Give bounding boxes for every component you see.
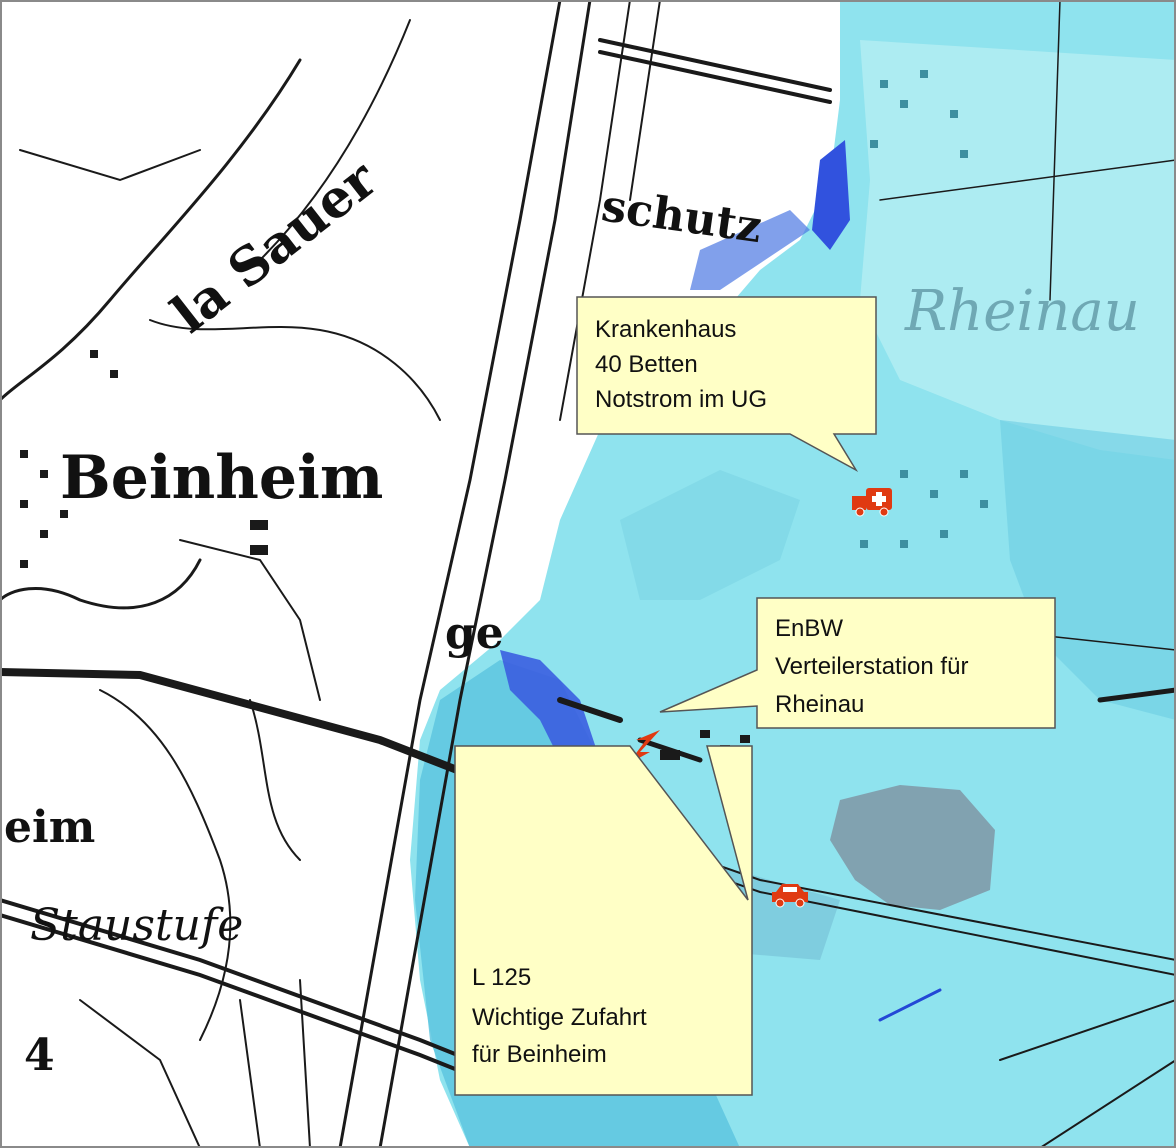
callout-road-box <box>454 745 753 1096</box>
callout-power-box <box>659 597 1056 729</box>
flood-area-upper-mid <box>620 470 800 600</box>
flood-deep-strip <box>690 210 810 290</box>
place-label-ge: ge <box>445 608 504 659</box>
callout-hospital: Krankenhaus 40 Betten Notstrom im UG <box>576 296 877 473</box>
callout-road: L 125 Wichtige Zufahrt für Beinheim <box>454 745 753 1096</box>
flood-area-pale <box>860 40 1176 460</box>
flood-deep-north <box>812 140 850 250</box>
callout-hospital-line-1: Krankenhaus <box>595 316 736 343</box>
ambulance-icon[interactable] <box>852 488 892 517</box>
settlement-dots <box>20 350 750 760</box>
place-label-rheinau: Rheinau <box>904 279 1140 344</box>
place-label-beinheim-partial: eim <box>4 802 95 853</box>
callout-road-line-2: Wichtige Zufahrt <box>472 1004 647 1031</box>
callout-power: EnBW Verteilerstation für Rheinau <box>659 597 1056 729</box>
callout-power-line-1: EnBW <box>775 615 843 642</box>
place-label-beinheim: Beinheim <box>60 443 383 513</box>
settlement-dots-east <box>860 70 988 548</box>
callout-power-line-2: Verteilerstation für <box>775 653 968 680</box>
callout-road-line-1: L 125 <box>472 964 531 991</box>
callout-hospital-line-3: Notstrom im UG <box>595 386 767 413</box>
callout-road-line-3: für Beinheim <box>472 1041 607 1068</box>
callout-power-line-3: Rheinau <box>775 691 864 718</box>
callout-hospital-box <box>576 296 877 473</box>
car-icon[interactable] <box>772 884 808 908</box>
callout-hospital-line-2: 40 Betten <box>595 351 698 378</box>
place-label-number: 4 <box>24 1030 55 1081</box>
flood-grey-pond-large <box>830 785 995 910</box>
place-label-staustufe: Staustufe <box>30 900 243 951</box>
